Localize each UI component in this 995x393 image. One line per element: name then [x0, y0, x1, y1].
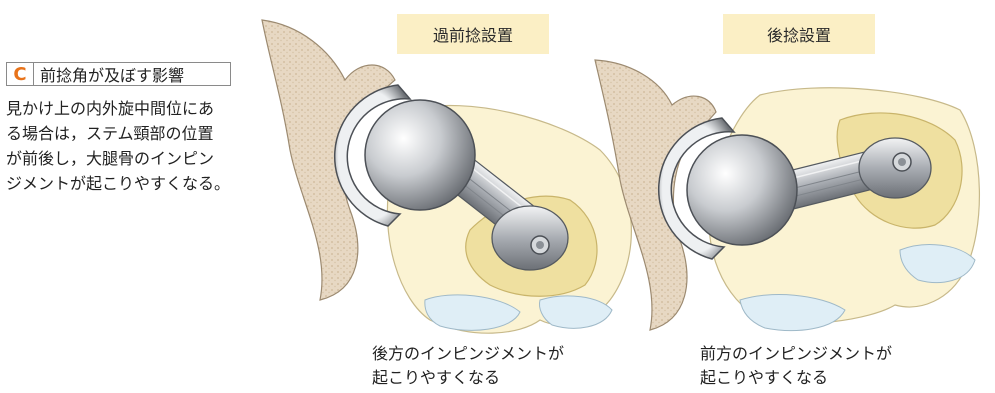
left-femoral-head — [365, 100, 475, 210]
left-stem-body — [492, 206, 568, 270]
panel-label-right: 後捻設置 — [723, 14, 875, 54]
left-hip-illustration — [262, 20, 631, 333]
right-femoral-head — [687, 135, 797, 245]
panel-caption-right: 前方のインピンジメントが 起こりやすくなる — [700, 342, 980, 390]
panel-caption-left: 後方のインピンジメントが 起こりやすくなる — [372, 342, 652, 390]
right-hip-illustration — [595, 60, 979, 331]
panel-label-left: 過前捻設置 — [397, 14, 549, 54]
